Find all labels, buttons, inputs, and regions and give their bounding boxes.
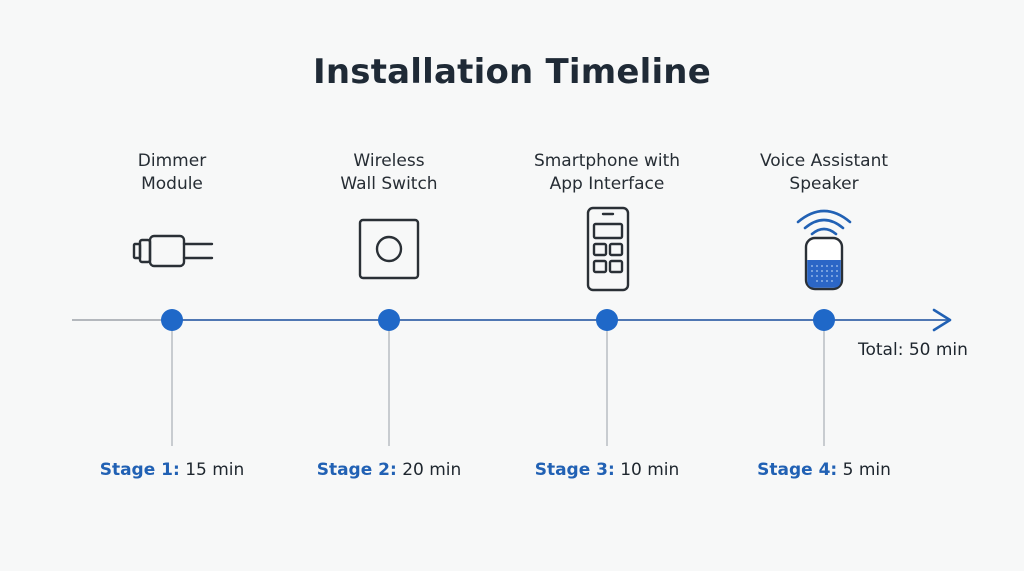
stage-duration: 15 min bbox=[185, 460, 245, 480]
device-label-line1: Smartphone with bbox=[533, 151, 681, 171]
smartphone-icon bbox=[586, 206, 630, 292]
stage-3-duration: Stage 3: 10 min bbox=[497, 460, 717, 480]
timeline-axis bbox=[72, 308, 952, 446]
device-label-line2: Speaker bbox=[789, 174, 859, 194]
total-duration: Total: 50 min bbox=[858, 340, 968, 360]
stage-duration: 5 min bbox=[842, 460, 891, 480]
stage-4-node bbox=[813, 309, 835, 331]
page-title: Installation Timeline bbox=[313, 52, 711, 92]
timeline-arrowhead-icon bbox=[932, 308, 952, 332]
device-label-speaker: Voice Assistant Speaker bbox=[724, 150, 924, 196]
device-label-line1: Wireless bbox=[353, 151, 425, 171]
stage-4-duration: Stage 4: 5 min bbox=[714, 460, 934, 480]
stage-3-node bbox=[596, 309, 618, 331]
device-label-switch: Wireless Wall Switch bbox=[289, 150, 489, 196]
stage-label: Stage 2: bbox=[316, 460, 397, 480]
stage-2-duration: Stage 2: 20 min bbox=[279, 460, 499, 480]
stage-label: Stage 4: bbox=[757, 460, 838, 480]
device-label-line2: App Interface bbox=[549, 174, 665, 194]
plug-icon bbox=[132, 234, 214, 268]
wall-switch-icon bbox=[358, 218, 420, 280]
device-label-line2: Wall Switch bbox=[340, 174, 438, 194]
device-label-dimmer: Dimmer Module bbox=[72, 150, 272, 196]
stage-1-node bbox=[161, 309, 183, 331]
stage-1-duration: Stage 1: 15 min bbox=[62, 460, 282, 480]
smart-speaker-icon bbox=[796, 209, 852, 291]
device-label-line1: Voice Assistant bbox=[759, 151, 889, 171]
stage-duration: 10 min bbox=[620, 460, 680, 480]
stage-label: Stage 1: bbox=[99, 460, 180, 480]
stage-label: Stage 3: bbox=[534, 460, 615, 480]
device-label-line2: Module bbox=[141, 174, 203, 194]
device-label-line1: Dimmer bbox=[137, 151, 207, 171]
device-label-smartphone: Smartphone with App Interface bbox=[507, 150, 707, 196]
stage-duration: 20 min bbox=[402, 460, 462, 480]
stage-2-node bbox=[378, 309, 400, 331]
